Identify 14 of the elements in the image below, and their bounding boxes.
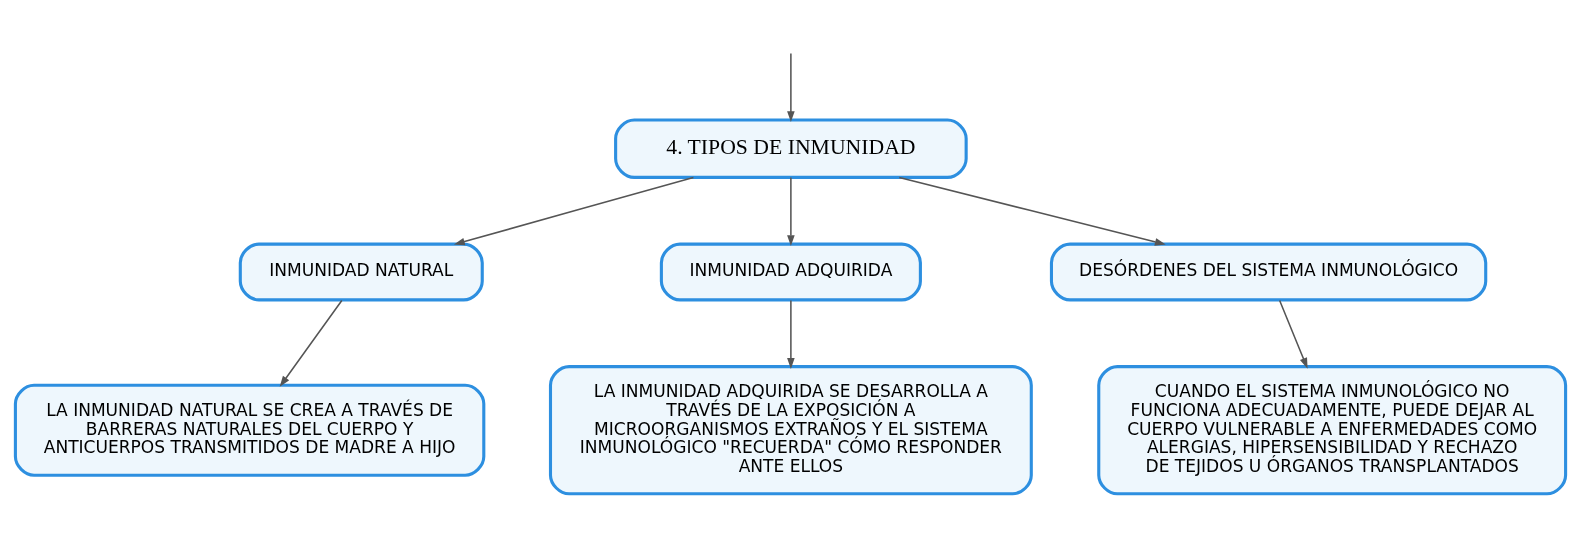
- node-box: INMUNIDAD NATURAL: [238, 242, 484, 302]
- arrow: [1278, 299, 1308, 369]
- node-box: INMUNIDAD ADQUIRIDA: [659, 242, 922, 302]
- arrow: [898, 176, 1166, 246]
- arrow: [787, 299, 795, 369]
- node-box: CUANDO EL SISTEMA INMUNOLÓGICO NO FUNCIONA ADECUADAMENTE, PUEDE DEJAR AL CUERPO VULNERABLE A ENFERMEDADES COMO ALERGIAS, HIPERSENSIBILIDAD Y RECHAZO DE TEJIDOS U ÓRGANOS TRANSPLANTADOS: [1097, 365, 1568, 496]
- node-box: LA INMUNIDAD NATURAL SE CREA A TRAVÉS DE BARRERAS NATURALES DEL CUERPO Y ANTICUERPOS TRANSMITIDOS DE MADRE A HIJO: [13, 383, 486, 477]
- node-box: LA INMUNIDAD ADQUIRIDA SE DESARROLLA A TRAVÉS DE LA EXPOSICIÓN A MICROORGANISMOS EXTRAÑOS Y EL SISTEMA INMUNOLÓGICO "RECUERDA" CÓMO RESPONDER ANTE ELLOS: [548, 365, 1033, 496]
- arrow: [279, 299, 343, 387]
- node-box: DESÓRDENES DEL SISTEMA INMUNOLÓGICO: [1049, 242, 1488, 302]
- arrow: [787, 52, 795, 123]
- arrow: [787, 176, 795, 247]
- node-box: 4. TIPOS DE INMUNIDAD: [614, 118, 968, 179]
- arrow: [453, 176, 695, 246]
